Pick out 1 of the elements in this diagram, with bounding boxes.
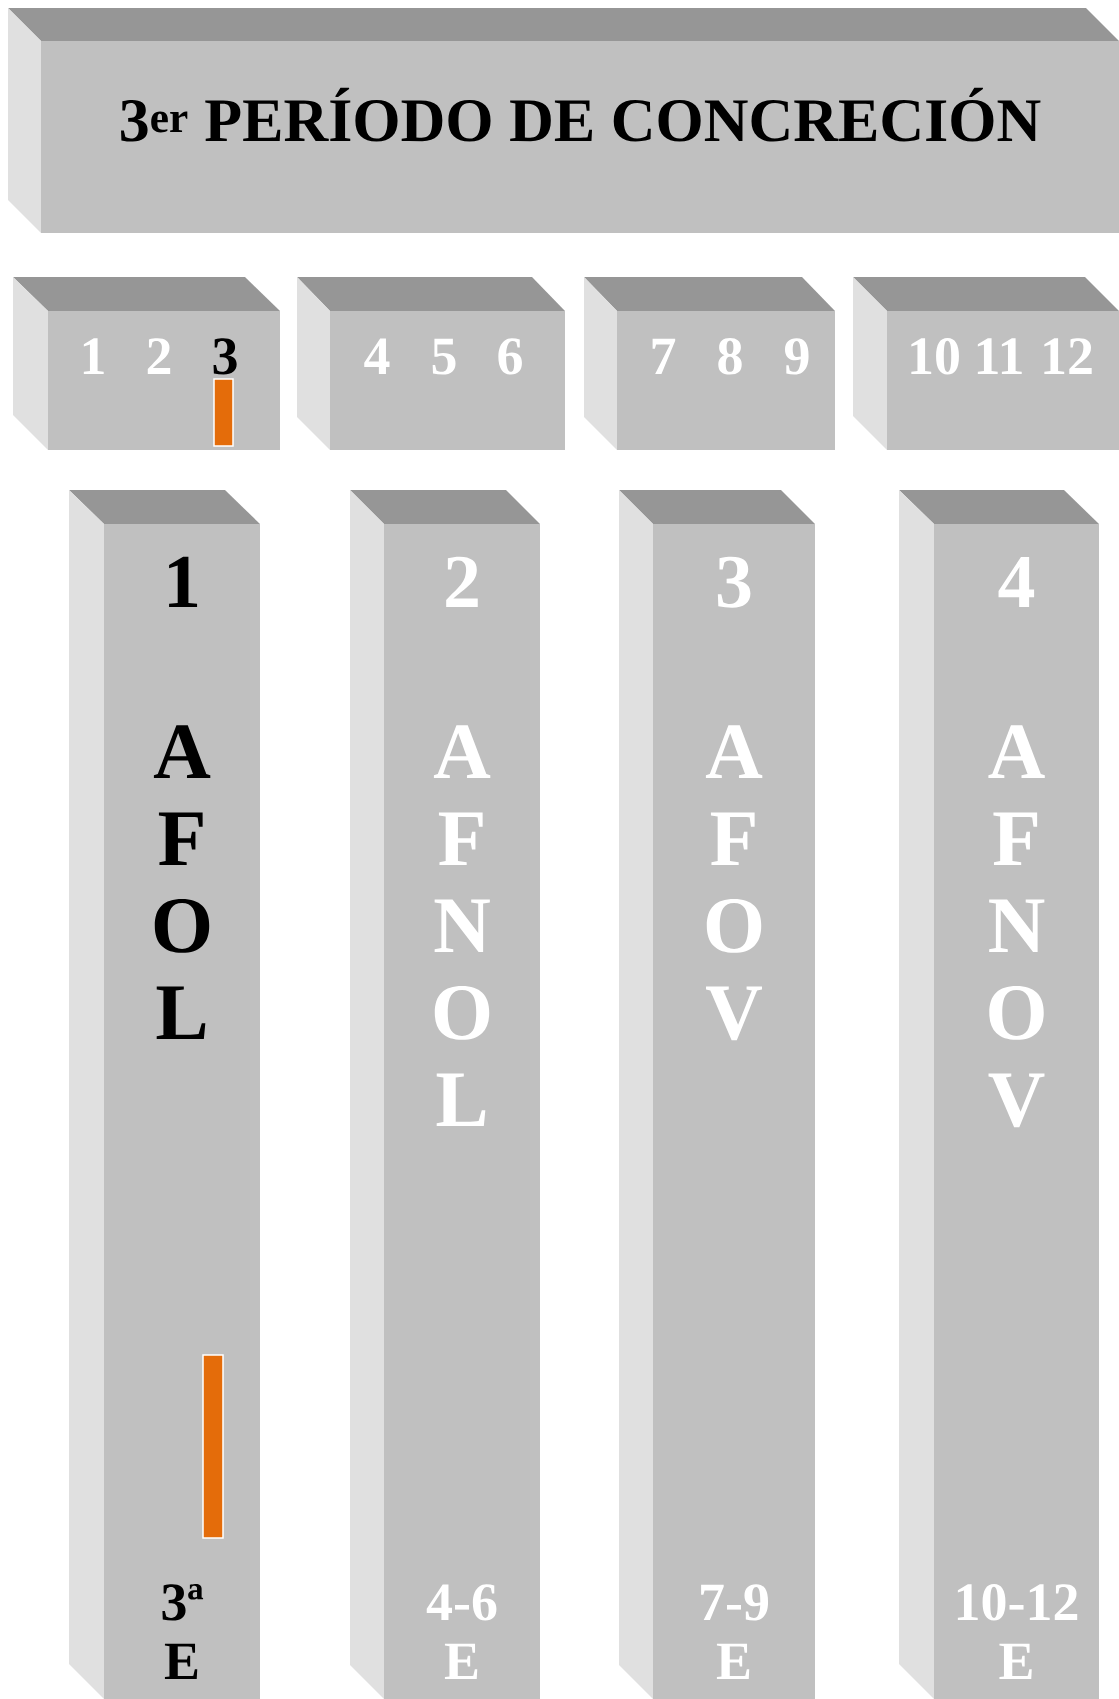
- title-box: 3$^{er}$ PERÍODO DE CONCRECIÓN: [8, 8, 1119, 233]
